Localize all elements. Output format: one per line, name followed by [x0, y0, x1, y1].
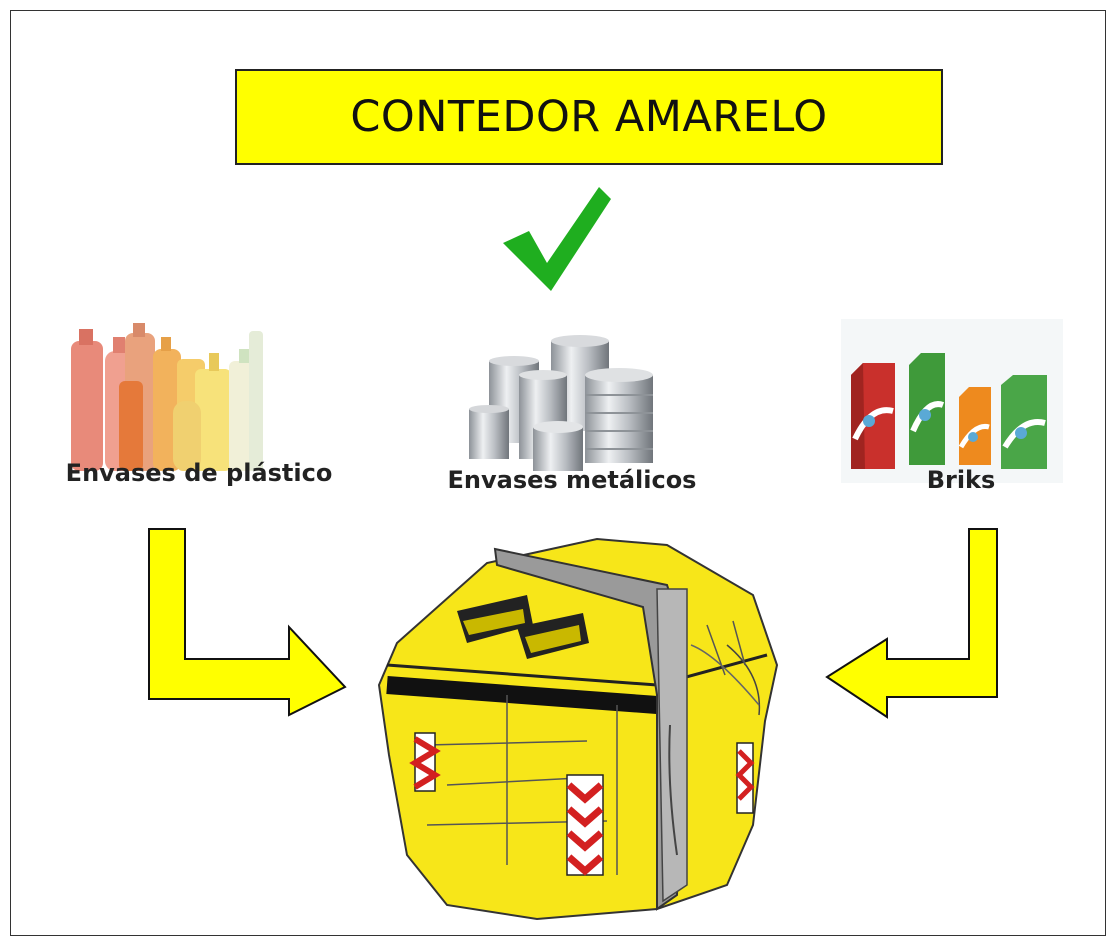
label-plastic: Envases de plástico — [65, 459, 333, 487]
metal-cans-icon — [469, 335, 653, 471]
checkmark-icon — [503, 187, 611, 291]
label-briks: Briks — [926, 466, 996, 494]
arrow-left-to-bin — [148, 528, 347, 717]
page-title: CONTEDOR AMARELO — [350, 92, 828, 142]
label-metal: Envases metálicos — [447, 466, 697, 494]
title-box: CONTEDOR AMARELO — [235, 69, 943, 165]
briks-cartons-icon — [841, 319, 1063, 483]
diagram-frame: CONTEDOR AMARELO — [10, 10, 1106, 936]
plastic-bottles-icon — [71, 323, 263, 471]
arrow-right-to-bin — [825, 528, 998, 719]
yellow-container-icon — [377, 537, 779, 921]
